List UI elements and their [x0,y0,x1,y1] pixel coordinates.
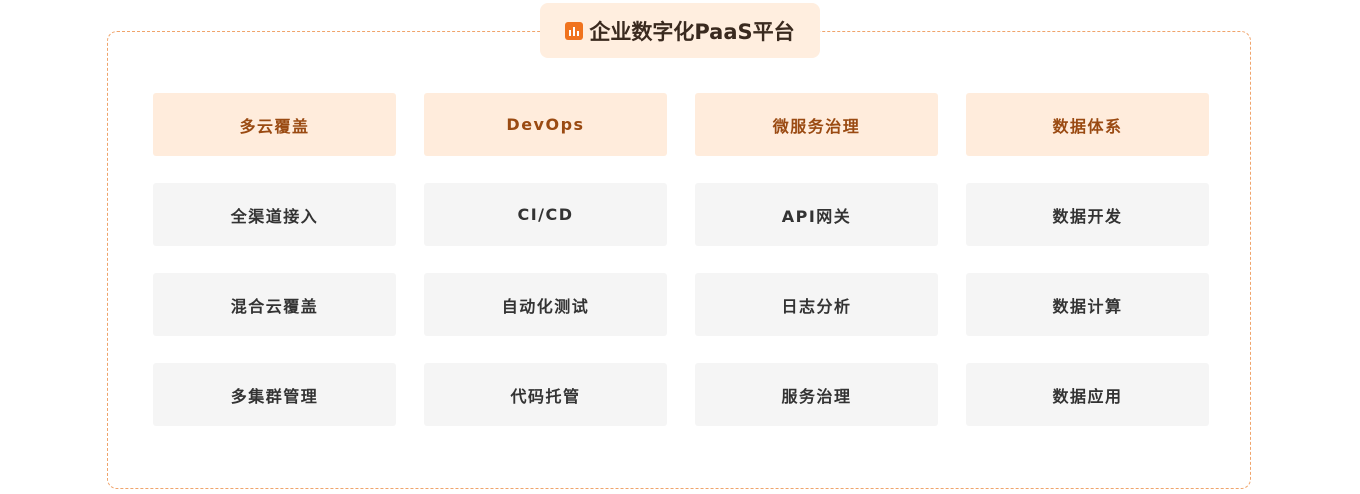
capability-item: 代码托管 [424,363,667,426]
column-header-microservices: 微服务治理 [695,93,938,156]
capability-item: 日志分析 [695,273,938,336]
capability-item: 服务治理 [695,363,938,426]
column-header-multicloud: 多云覆盖 [153,93,396,156]
capability-item: CI/CD [424,183,667,246]
capability-item: API网关 [695,183,938,246]
capability-item: 混合云覆盖 [153,273,396,336]
platform-title-tab: 企业数字化PaaS平台 [540,3,820,58]
capability-item: 数据计算 [966,273,1209,336]
capability-item: 全渠道接入 [153,183,396,246]
capability-item: 多集群管理 [153,363,396,426]
bar-chart-icon [565,21,584,40]
capability-item: 数据应用 [966,363,1209,426]
capability-grid: 多云覆盖 DevOps 微服务治理 数据体系 全渠道接入 CI/CD API网关… [153,93,1209,426]
column-header-devops: DevOps [424,93,667,156]
capability-item: 自动化测试 [424,273,667,336]
column-header-data: 数据体系 [966,93,1209,156]
platform-title: 企业数字化PaaS平台 [589,19,795,44]
capability-item: 数据开发 [966,183,1209,246]
